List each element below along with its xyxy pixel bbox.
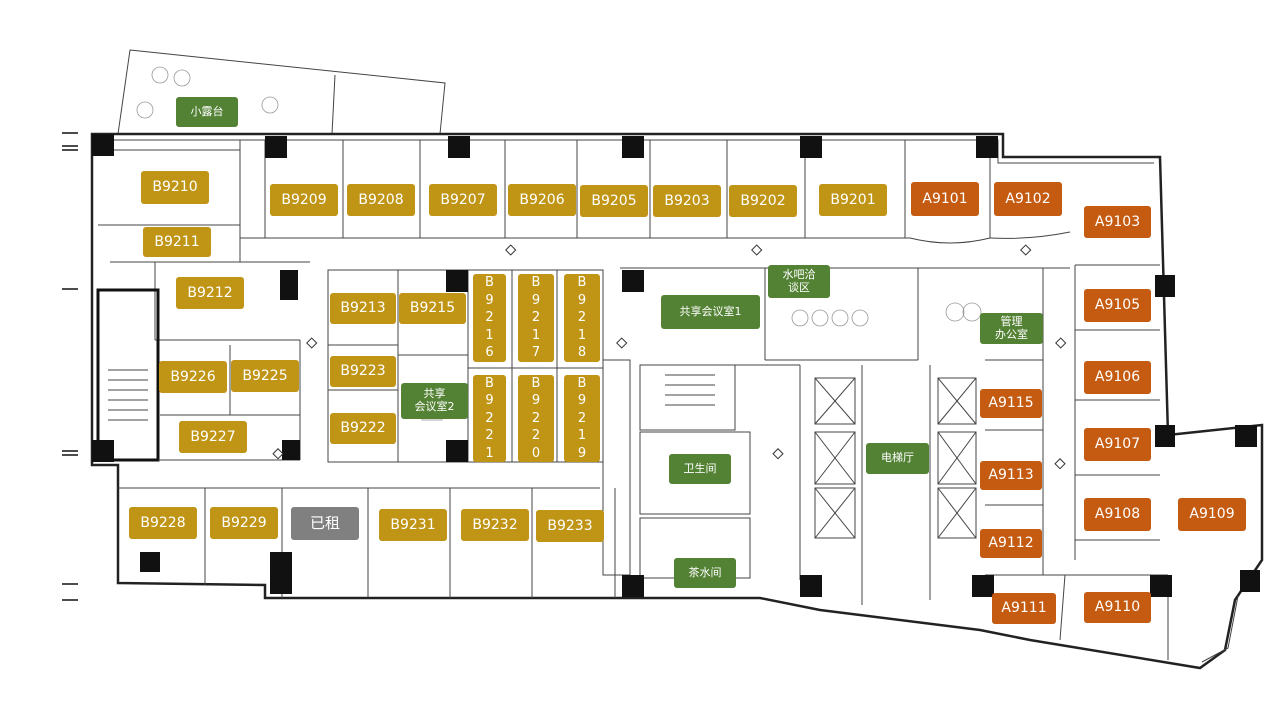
room-a9105[interactable]: A9105 [1084,289,1151,322]
room-b9206[interactable]: B9206 [508,184,576,216]
facility-meeting-room-2[interactable]: 共享会议室2 [401,383,468,419]
room-a9101[interactable]: A9101 [911,182,979,216]
room-b9203[interactable]: B9203 [653,185,721,217]
room-b9205[interactable]: B9205 [580,185,648,217]
room-rented[interactable]: 已租 [291,507,359,540]
elevator-1 [814,377,856,425]
room-a9109[interactable]: A9109 [1178,498,1246,531]
elevator-2 [814,431,856,485]
room-a9111[interactable]: A9111 [992,593,1056,624]
room-b9226[interactable]: B9226 [159,361,227,393]
room-b9212[interactable]: B9212 [176,277,244,309]
room-a9106[interactable]: A9106 [1084,361,1151,394]
building-outline [90,132,1264,670]
room-a9113[interactable]: A9113 [980,461,1042,490]
room-a9112[interactable]: A9112 [980,529,1042,558]
room-a9107[interactable]: A9107 [1084,428,1151,461]
room-b9227[interactable]: B9227 [179,421,247,453]
room-b9223[interactable]: B9223 [330,356,396,387]
room-b9215[interactable]: B9215 [399,293,466,324]
room-b9233[interactable]: B9233 [536,510,604,542]
room-b9211[interactable]: B9211 [143,227,211,257]
room-a9108[interactable]: A9108 [1084,498,1151,531]
room-a9110[interactable]: A9110 [1084,592,1151,623]
room-b9207[interactable]: B9207 [429,184,497,216]
stairwell-left [96,288,160,462]
room-b9232[interactable]: B9232 [461,509,529,541]
elevator-5 [937,431,977,485]
room-b9229[interactable]: B9229 [210,507,278,539]
room-b9222[interactable]: B9222 [330,413,396,444]
facility-manager-office[interactable]: 管理办公室 [980,313,1043,344]
room-a9115[interactable]: A9115 [980,389,1042,418]
facility-restroom[interactable]: 卫生间 [669,454,731,484]
elevator-4 [937,377,977,425]
facility-meeting-room-1[interactable]: 共享会议室1 [661,295,760,329]
room-a9103[interactable]: A9103 [1084,206,1151,238]
room-a9102[interactable]: A9102 [994,182,1062,216]
room-b9228[interactable]: B9228 [129,507,197,539]
room-b9210[interactable]: B9210 [141,171,209,204]
room-b9231[interactable]: B9231 [379,509,447,541]
facility-pantry[interactable]: 茶水间 [674,558,736,588]
room-b9209[interactable]: B9209 [270,184,338,216]
room-b9213[interactable]: B9213 [330,293,396,324]
elevator-3 [814,487,856,539]
facility-terrace[interactable]: 小露台 [176,97,238,127]
room-b9225[interactable]: B9225 [231,360,299,392]
room-b9208[interactable]: B9208 [347,184,415,216]
room-b9202[interactable]: B9202 [729,185,797,217]
room-b9201[interactable]: B9201 [819,184,887,216]
facility-elevator-hall[interactable]: 电梯厅 [866,443,929,474]
terrace-outline [117,49,446,135]
facility-water-bar[interactable]: 水吧洽谈区 [768,265,830,298]
elevator-6 [937,487,977,539]
